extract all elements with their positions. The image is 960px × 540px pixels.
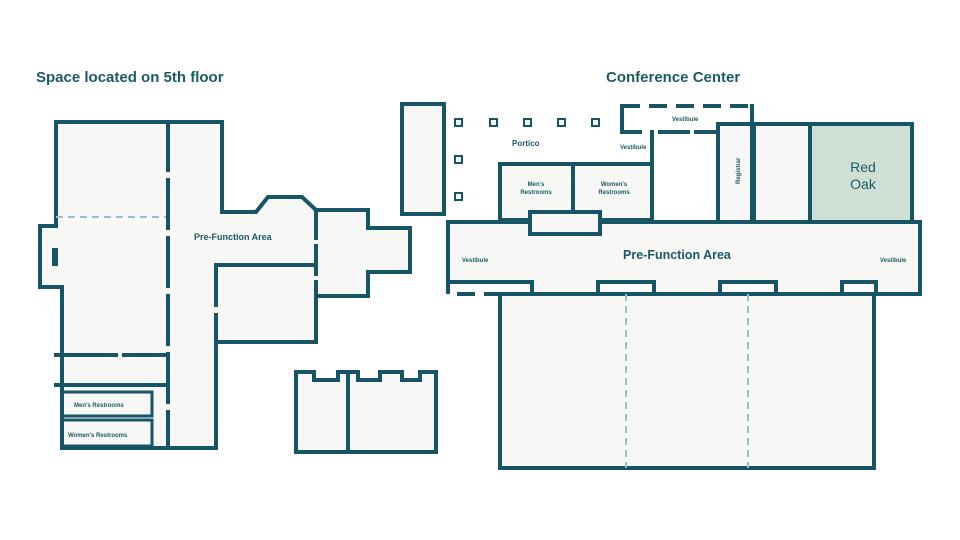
corridor-inset-box [528,210,602,236]
mid-vestibule-label: Vestibule [620,145,647,151]
right-pre-function-label: Pre-Function Area [623,248,732,262]
ballroom [498,292,876,470]
left-floor-plan: Space located on 5th floor Men's Restroo… [36,69,438,454]
top-vestibule-label: Vestibule [672,117,699,123]
highlighted-room-label-2: Oak [850,176,877,192]
highlighted-room-label-1: Red [850,159,876,175]
left-vestibule-label: Vestibule [462,258,489,264]
right-floor-plan: Conference Center Portico Vestibule Vest… [400,69,922,470]
top-vestibule-left [620,104,642,134]
left-detached-block [294,370,438,454]
left-building-outline [38,120,412,450]
right-mens-line1: Men's [528,182,545,188]
left-mens-restroom [60,390,154,418]
left-pre-function-label: Pre-Function Area [194,232,273,242]
left-womens-restroom [60,418,154,448]
right-plan-heading: Conference Center [606,69,740,86]
registrar-room [716,122,754,224]
left-womens-restroom-label: Women's Restrooms [68,433,128,439]
portico-column-block [400,102,446,216]
left-notch [52,248,58,266]
left-mens-restroom-label: Men's Restrooms [74,403,124,409]
right-womens-line1: Women's [601,182,628,188]
room-beside-registrar [752,122,812,236]
registrar-label: Registrar [736,157,742,184]
right-vestibule-label: Vestibule [880,258,907,264]
portico-columns [454,118,600,201]
right-mens-line2: Restrooms [520,190,552,196]
left-plan-heading: Space located on 5th floor [36,69,224,86]
left-vestibule-dash [446,222,532,296]
right-womens-line2: Restrooms [598,190,630,196]
portico-label: Portico [512,139,540,148]
